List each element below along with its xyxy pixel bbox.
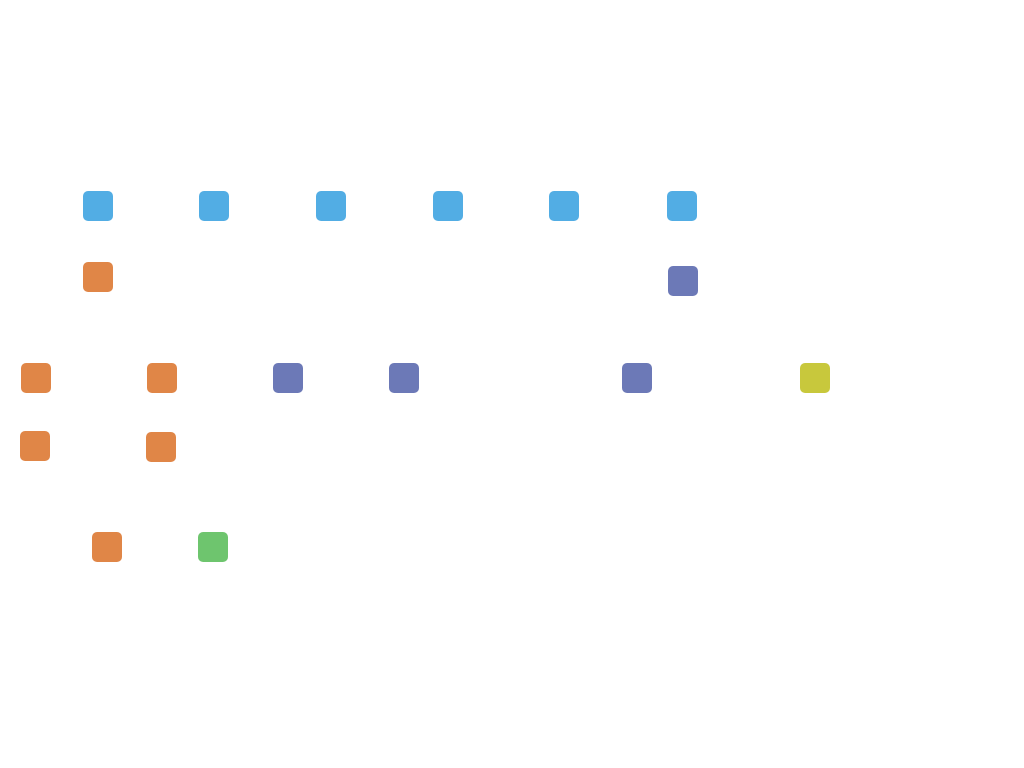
diagram-node-orange-6[interactable] xyxy=(92,532,122,562)
diagram-node-blue-4[interactable] xyxy=(433,191,463,221)
diagram-node-blue-1[interactable] xyxy=(83,191,113,221)
diagram-node-blue-3[interactable] xyxy=(316,191,346,221)
diagram-node-orange-3[interactable] xyxy=(147,363,177,393)
diagram-node-olive-1[interactable] xyxy=(800,363,830,393)
diagram-node-orange-1[interactable] xyxy=(83,262,113,292)
diagram-node-orange-5[interactable] xyxy=(146,432,176,462)
diagram-node-green-1[interactable] xyxy=(198,532,228,562)
diagram-node-indigo-4[interactable] xyxy=(622,363,652,393)
diagram-node-blue-5[interactable] xyxy=(549,191,579,221)
diagram-node-blue-6[interactable] xyxy=(667,191,697,221)
diagram-node-indigo-2[interactable] xyxy=(273,363,303,393)
diagram-node-blue-2[interactable] xyxy=(199,191,229,221)
diagram-node-orange-4[interactable] xyxy=(20,431,50,461)
diagram-node-indigo-3[interactable] xyxy=(389,363,419,393)
diagram-node-indigo-1[interactable] xyxy=(668,266,698,296)
diagram-node-orange-2[interactable] xyxy=(21,363,51,393)
